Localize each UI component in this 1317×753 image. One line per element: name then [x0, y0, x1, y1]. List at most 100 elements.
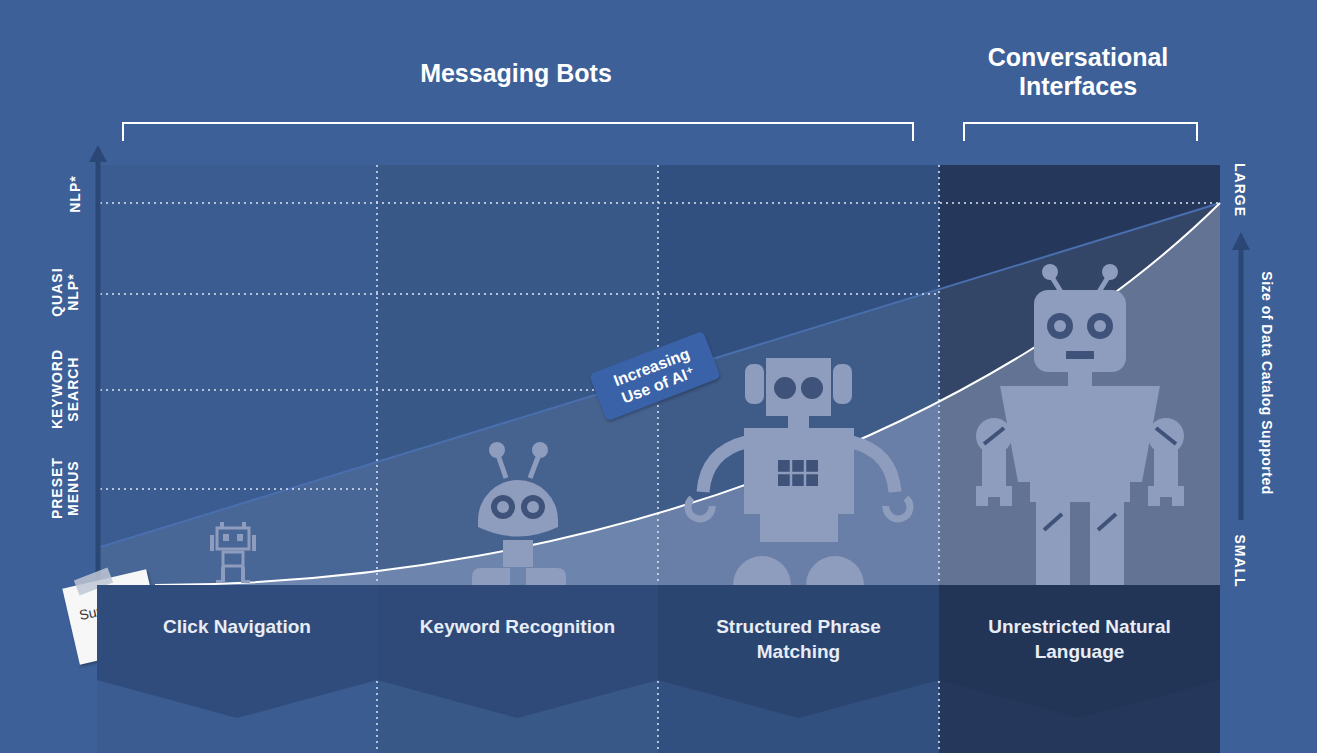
square-head-robot-part: [688, 498, 712, 519]
pixel-robot-part: [223, 534, 229, 541]
square-head-robot-part: [806, 556, 864, 585]
antenna-robot-part: [503, 540, 533, 567]
large-robot-part: [1154, 450, 1178, 486]
antenna-robot-part: [491, 495, 515, 519]
large-robot-part: [1148, 486, 1184, 506]
antenna-robot-part: [497, 501, 509, 513]
pixel-robot-part: [244, 580, 250, 583]
large-robot-part: [1102, 264, 1118, 280]
data-catalog-curve: [155, 203, 1220, 585]
column-grounds: [97, 165, 1220, 753]
axis-end-label: LARGE: [1232, 155, 1248, 225]
antenna-robot-part: [526, 568, 566, 585]
axis-title: Size of Data Catalog Supported: [1259, 248, 1275, 518]
large-robot-part: [1148, 418, 1184, 454]
large-robot-part: [1042, 264, 1058, 280]
pixel-robot-part: [220, 522, 224, 527]
axis-arrows-part: [1232, 232, 1250, 250]
chevron-fill: [658, 585, 939, 718]
band-label: Click Navigation: [97, 585, 377, 640]
antenna-robot-part: [521, 495, 545, 519]
square-head-robot-part: [778, 460, 818, 486]
pixel-robot-part: [217, 528, 249, 549]
large-robot-part: [1087, 313, 1113, 339]
ai-trend-area: [97, 203, 1220, 585]
large-robot-part: [982, 450, 1006, 486]
square-head-robot-part: [886, 498, 910, 519]
square-head-robot-part: [745, 364, 764, 404]
column-grounds-part: [97, 165, 377, 753]
chevron-fill: [377, 585, 658, 718]
pixel-robot-part: [237, 534, 243, 541]
square-head-robot-part: [801, 377, 823, 399]
axis-arrows-part: [1239, 245, 1244, 520]
band-label: Structured Phrase Matching: [658, 585, 939, 664]
group-brackets-part: [964, 123, 1197, 141]
chevron-fill: [939, 585, 1220, 718]
large-robot-part: [1036, 502, 1070, 585]
antenna-robot-part: [472, 568, 510, 585]
data-catalog-area: [155, 203, 1220, 585]
antenna-robot-part: [527, 501, 539, 513]
square-head-robot-part: [733, 556, 791, 585]
grid-lines-part: [100, 293, 939, 295]
band-label: Keyword Recognition: [377, 585, 658, 640]
axis-level-label: QUASI NLP*: [49, 252, 81, 332]
axis-level-label: NLP*: [67, 154, 83, 234]
antenna-robot-part: [489, 442, 505, 458]
large-robot-part: [1090, 502, 1124, 585]
axis-end-label: SMALL: [1232, 526, 1248, 596]
group-heading: Conversational Interfaces: [958, 43, 1198, 101]
chevron-shape: [97, 585, 377, 718]
antenna-robot-part: [532, 442, 548, 458]
large-robot-part: [1034, 290, 1126, 372]
large-robot-part: [1098, 514, 1116, 530]
square-head-robot-part: [703, 442, 746, 492]
large-robot-part: [1047, 313, 1073, 339]
square-head-robot-part: [766, 358, 831, 416]
group-brackets: [123, 123, 1197, 141]
group-brackets-part: [123, 123, 913, 141]
axis-arrows: [89, 145, 1250, 585]
square-head-robot: [688, 358, 910, 585]
pixel-robot-part: [252, 535, 256, 551]
pixel-robot: [210, 522, 256, 583]
large-robot-part: [976, 418, 1012, 454]
antenna-robot-part: [478, 480, 558, 537]
square-head-robot-part: [774, 377, 796, 399]
grid-lines-part: [100, 202, 1220, 204]
grid-lines-part: [100, 389, 658, 391]
input-type-band: Structured Phrase Matching: [658, 585, 939, 718]
axis-arrows-part: [96, 158, 101, 585]
square-head-robot-part: [788, 416, 809, 428]
large-robot-part: [1000, 386, 1160, 482]
axis-level-label: KEYWORD SEARCH: [49, 349, 81, 429]
axis-level-label: PRESET MENUS: [49, 448, 81, 528]
square-head-robot-part: [852, 442, 895, 492]
pixel-robot-part: [223, 552, 243, 566]
pixel-robot-part: [242, 522, 246, 527]
large-robot-part: [1094, 320, 1106, 332]
input-type-band: Click Navigation: [97, 585, 377, 718]
large-robot-part: [1092, 507, 1122, 537]
input-type-band: Unrestricted Natural Language: [939, 585, 1220, 718]
large-robot-part: [1038, 507, 1068, 537]
input-type-band: Keyword Recognition: [377, 585, 658, 718]
band-label: Unrestricted Natural Language: [939, 585, 1220, 664]
chevron-fill: [97, 585, 377, 718]
square-head-robot-part: [833, 364, 852, 404]
large-robot-part: [1066, 351, 1094, 359]
square-head-robot-part: [744, 428, 854, 514]
axis-arrows-part: [89, 145, 107, 162]
large-robot-part: [1054, 320, 1066, 332]
large-robot-part: [1044, 514, 1062, 530]
square-head-robot-part: [760, 514, 838, 542]
pixel-robot-part: [210, 535, 214, 551]
square-head-robot-part-part: [778, 472, 818, 475]
trend-badge: Increasing Use of AI⁺: [589, 331, 721, 422]
grid-lines-part: [100, 488, 377, 490]
pixel-robot-part: [216, 580, 222, 583]
large-robot-part: [984, 428, 1004, 444]
large-robot-part: [976, 486, 1012, 506]
